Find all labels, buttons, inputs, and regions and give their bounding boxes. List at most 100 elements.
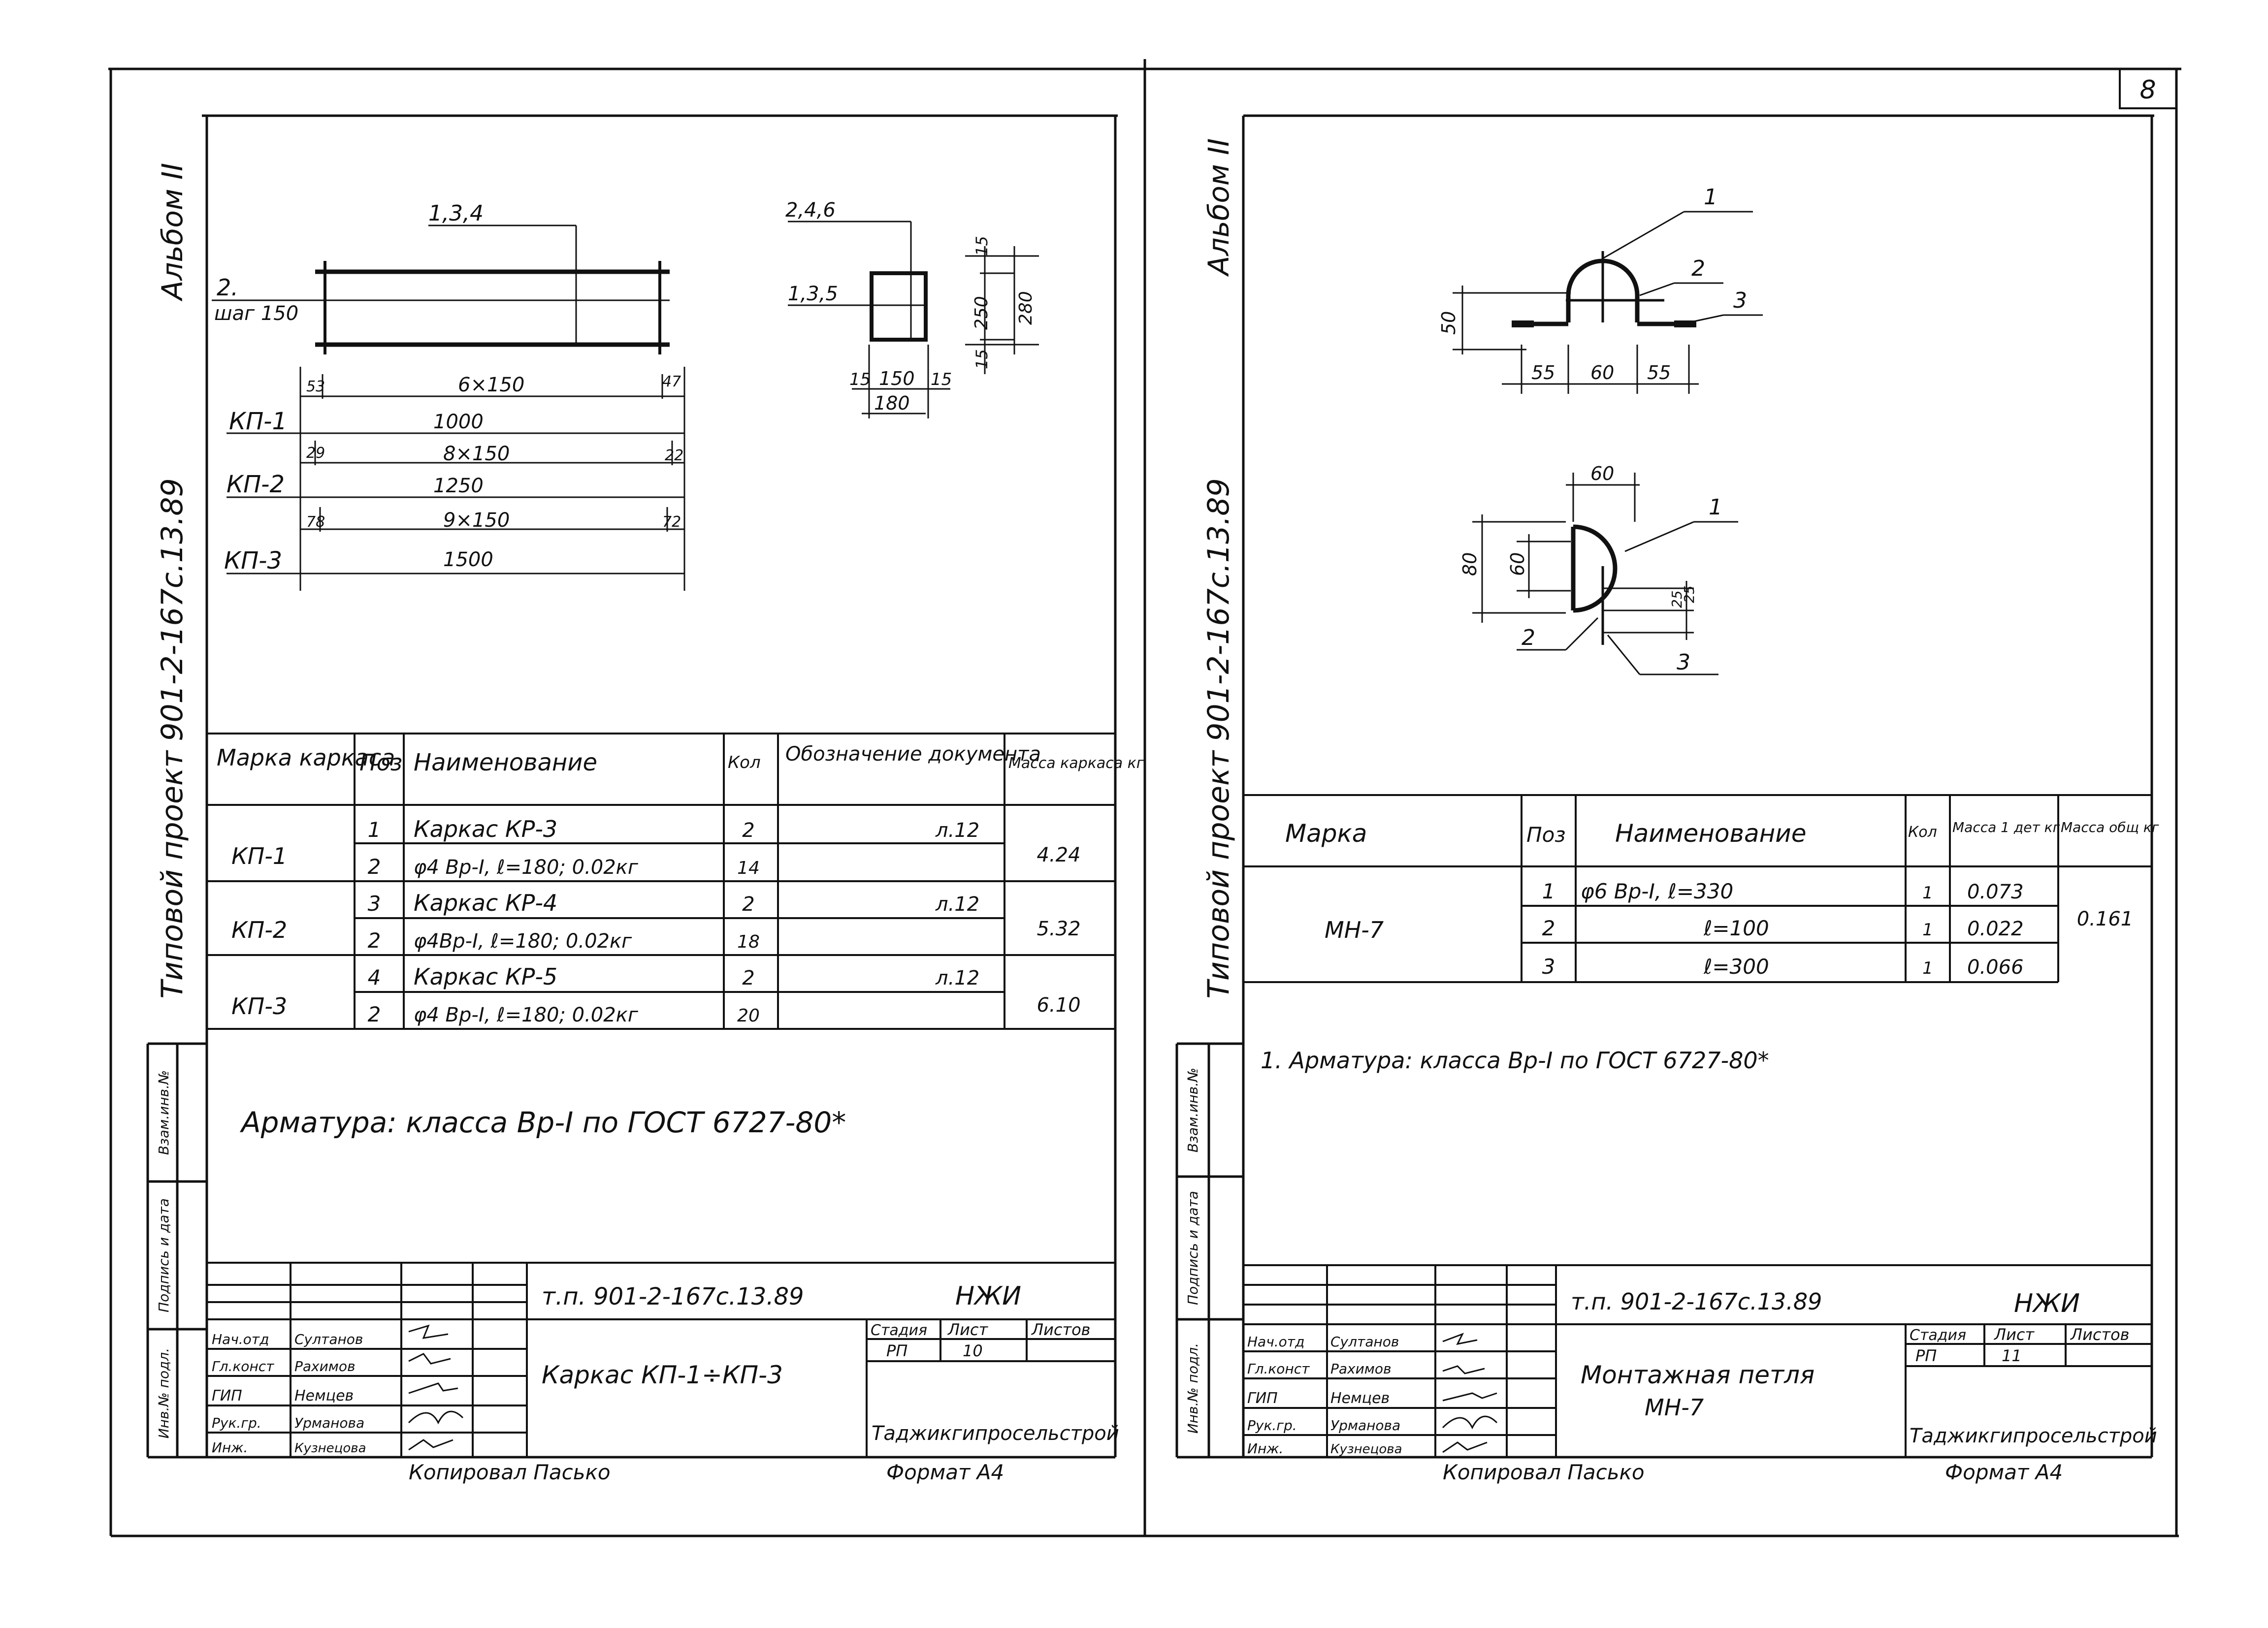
spec-row-name: φ4 Вр-I, ℓ=180; 0.02кг [414, 1004, 639, 1026]
spec-row-doc: л.12 [935, 967, 979, 990]
loop-leader-2: 2 [1691, 256, 1705, 281]
pos-2-label: 2. [217, 274, 238, 301]
right-side-cell-1: Взам.инв.№ [1185, 1068, 1201, 1152]
right-album-label: Альбом II [1202, 138, 1235, 278]
dim-78: 78 [306, 513, 325, 531]
dim-72: 72 [662, 513, 681, 531]
spec-mark-kp1: КП-1 [231, 843, 287, 869]
right-tb-signatures [1442, 1333, 1498, 1453]
right-tb-role: Инж. [1247, 1440, 1283, 1457]
left-side-cell-1: Взам.инв.№ [156, 1070, 172, 1155]
right-spec-header-pos: Поз [1526, 823, 1566, 847]
right-spec-row-pos: 3 [1542, 955, 1555, 979]
left-tb-name: Кузнецова [294, 1441, 366, 1456]
spec-mark-kp2: КП-2 [231, 917, 287, 943]
loop-w55b: 55 [1647, 362, 1671, 383]
right-tb-role: ГИП [1247, 1390, 1278, 1407]
loop-plan [1472, 473, 1738, 675]
sec-v280: 280 [1016, 291, 1036, 325]
spec-row-qty: 20 [737, 1006, 760, 1026]
left-spec-table-grid [207, 733, 1115, 1030]
spec-row-name: φ4Вр-I, ℓ=180; 0.02кг [414, 930, 632, 953]
spec-row-pos: 1 [368, 818, 381, 842]
spec-row-doc: л.12 [935, 819, 979, 842]
sheet-number: 8 [2139, 75, 2156, 105]
left-tb-role: Инж. [212, 1439, 248, 1456]
right-tb-stage: РП [1915, 1346, 1937, 1365]
sec-dim-150: 150 [879, 368, 915, 389]
right-tb-role: Гл.конст [1247, 1361, 1310, 1377]
right-tb-name: Султанов [1330, 1334, 1399, 1350]
left-tb-stage: РП [886, 1341, 907, 1360]
left-tb-code: т.п. 901-2-167с.13.89 [542, 1283, 804, 1310]
sec-v250: 250 [972, 296, 992, 330]
dim-8x150: 8×150 [443, 443, 510, 465]
right-footer-copied: Копировал Пасько [1443, 1460, 1645, 1484]
left-tb-name: Султанов [294, 1331, 363, 1347]
left-side-cell-2: Подпись и дата [156, 1198, 172, 1312]
plan-top60: 60 [1590, 463, 1614, 484]
right-tb-title-1: Монтажная петля [1581, 1361, 1814, 1389]
spec-mark-kp3: КП-3 [231, 993, 287, 1020]
left-tb-signatures [408, 1324, 464, 1451]
spec-row-pos: 3 [368, 892, 381, 916]
plan-v25a: 25 [1669, 590, 1685, 608]
loop-leader-1: 1 [1704, 185, 1717, 210]
right-tb-sheet: 11 [2002, 1346, 2022, 1365]
right-spec-row-pos: 2 [1542, 916, 1555, 940]
right-spec-header-qty: Кол [1908, 824, 1937, 841]
sec-dim-180: 180 [874, 392, 910, 414]
step-label: шаг 150 [214, 302, 298, 325]
dim-22: 22 [665, 447, 683, 464]
dim-29: 29 [306, 445, 325, 462]
spec-mass-kp2: 5.32 [1037, 918, 1080, 940]
right-spec-header-name: Наименование [1615, 819, 1807, 848]
spec-header-mass: Масса каркаса кг [1008, 755, 1144, 772]
right-spec-row-name: φ6 Вр-I, ℓ=330 [1581, 879, 1733, 903]
left-tb-role: Гл.конст [212, 1358, 274, 1374]
right-side-project: Типовой проект 901-2-167с.13.89 [1201, 478, 1236, 998]
right-spec-row-qty: 1 [1922, 920, 1933, 940]
left-side-cell-3: Инв.№ подл. [156, 1348, 172, 1438]
right-spec-row-pos: 1 [1542, 879, 1555, 903]
plan-leader-2: 2 [1522, 625, 1535, 650]
left-tb-role: ГИП [212, 1387, 242, 1405]
left-title-block-grid [207, 1262, 1115, 1457]
right-spec-mass-total: 0.161 [2077, 908, 2134, 930]
loop-elevation [1453, 211, 1763, 394]
spec-header-doc: Обозначение документа [785, 743, 1041, 766]
leader-1-3-5: 1,3,5 [788, 283, 838, 305]
right-tb-name: Кузнецова [1330, 1442, 1402, 1457]
leader-2-4-6: 2,4,6 [785, 199, 836, 222]
right-tb-stage-h: Стадия [1910, 1327, 1966, 1344]
dim-6x150: 6×150 [458, 374, 524, 396]
sec-v15a: 15 [972, 236, 991, 256]
right-side-cell-2: Подпись и дата [1185, 1191, 1201, 1305]
spec-row-pos: 4 [368, 965, 381, 990]
spec-row-pos: 2 [368, 855, 381, 879]
right-spec-header-mark: Марка [1285, 819, 1367, 848]
left-note: Арматура: класса Вр-I по ГОСТ 6727-80* [239, 1106, 846, 1139]
dim-47: 47 [662, 373, 681, 390]
left-dimension-lines [227, 367, 685, 591]
leader-1-3-4: 1,3,4 [428, 201, 484, 226]
right-footer-format: Формат А4 [1945, 1460, 2063, 1484]
loop-leader-3: 3 [1733, 288, 1747, 313]
spec-header-qty: Кол [728, 753, 761, 772]
left-side-project: Типовой проект 901-2-167с.13.89 [155, 478, 190, 998]
spec-row-qty: 2 [742, 893, 754, 916]
right-spec-header-mass1: Масса 1 дет кг [1952, 819, 2060, 835]
kp2-length: 1250 [433, 475, 484, 497]
spec-row-name: Каркас КР-3 [414, 816, 557, 842]
left-footer-copied: Копировал Пасько [409, 1460, 611, 1484]
right-tb-title-2: МН-7 [1645, 1394, 1704, 1421]
left-album-label: Альбом II [156, 163, 189, 302]
spec-mass-kp1: 4.24 [1037, 844, 1080, 866]
right-spec-row-name: ℓ=100 [1703, 916, 1769, 940]
sec-dim-15b: 15 [931, 370, 952, 389]
sec-v15b: 15 [972, 349, 991, 369]
left-tb-name: Немцев [294, 1387, 354, 1405]
left-tb-name: Урманова [294, 1415, 364, 1431]
right-spec-row-mass: 0.022 [1967, 918, 2024, 940]
